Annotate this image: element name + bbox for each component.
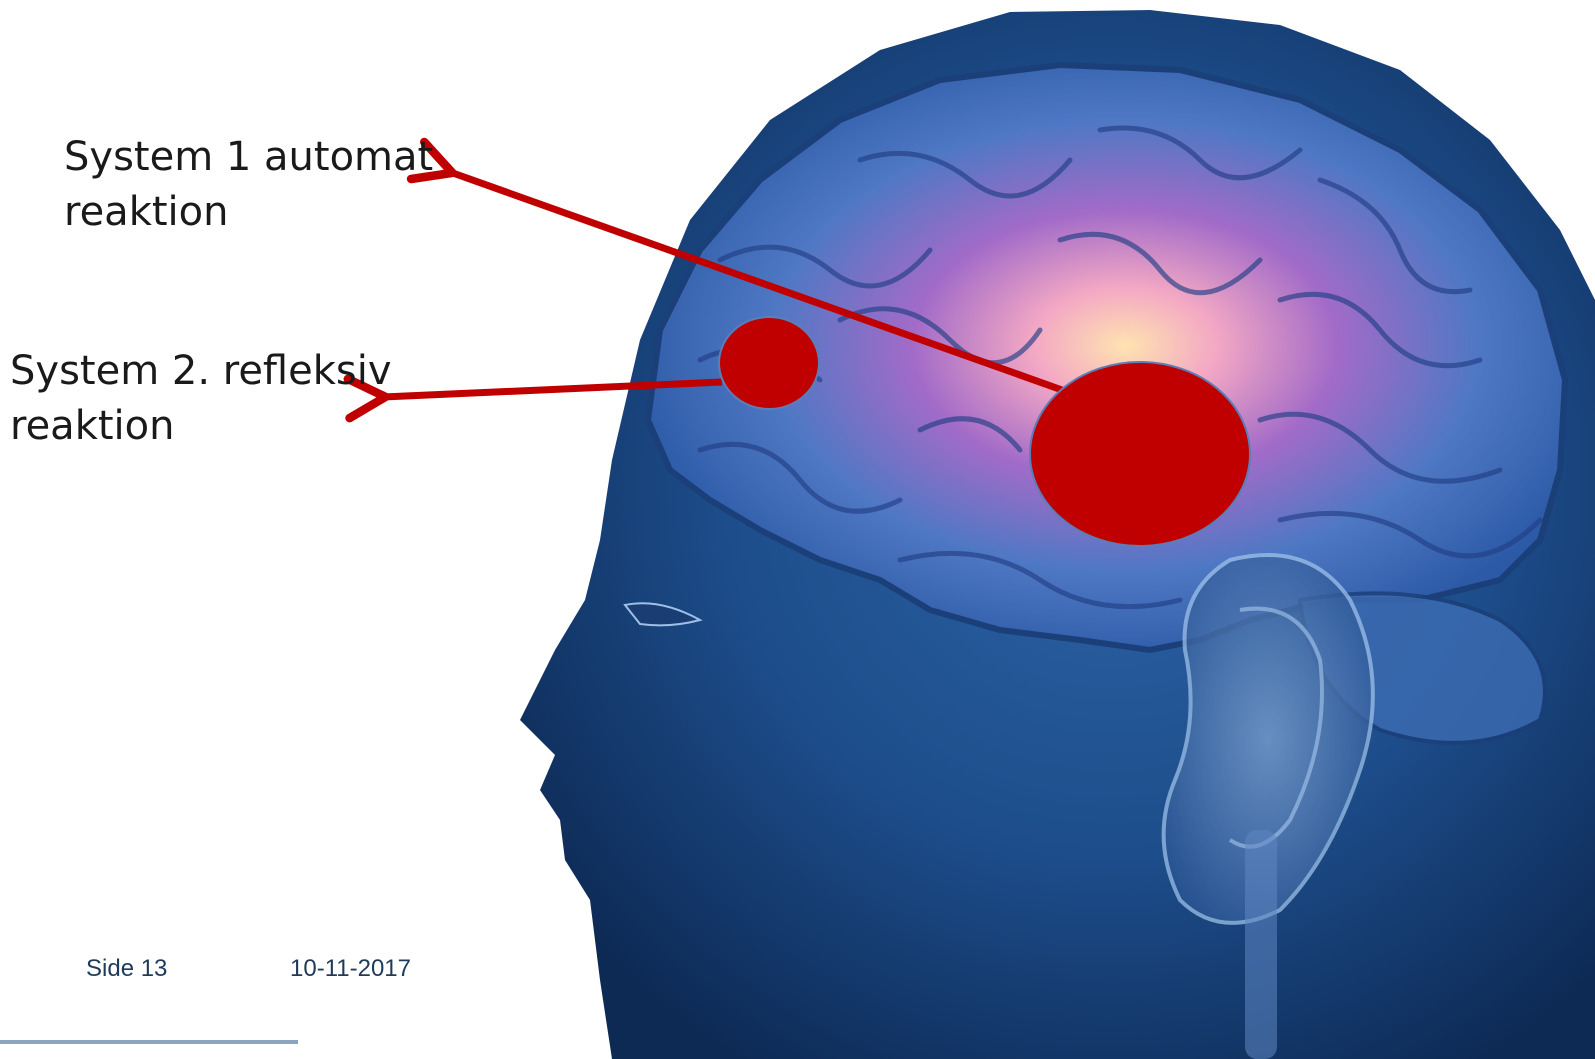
spinal-cord bbox=[1245, 830, 1277, 1059]
footer-bar bbox=[0, 1040, 298, 1044]
footer-page-number: Side 13 bbox=[86, 955, 167, 983]
footer-date: 10-11-2017 bbox=[290, 955, 411, 983]
marker-system2 bbox=[719, 317, 819, 409]
label-system1: System 1 automat reaktion bbox=[64, 130, 433, 240]
label-system2: System 2. refleksiv reaktion bbox=[10, 344, 392, 454]
marker-system1 bbox=[1030, 362, 1250, 546]
